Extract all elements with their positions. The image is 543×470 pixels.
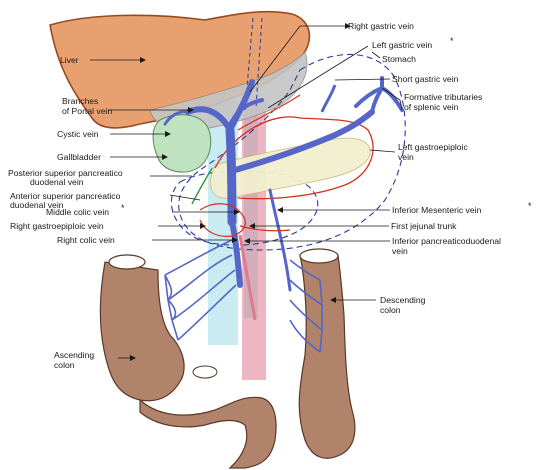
label-inferior-mesenteric-vein: Inferior Mesenteric vein bbox=[392, 205, 482, 215]
label-of-portal-vein: of Portal vein bbox=[62, 106, 112, 116]
label-right-colic-vein: Right colic vein bbox=[57, 235, 115, 245]
label-ascending: Ascending bbox=[54, 350, 94, 360]
label-left-gastroepiploic-vein: vein bbox=[398, 152, 414, 162]
label-right-gastric-vein: Right gastric vein bbox=[348, 21, 414, 31]
label-cystic-vein: Cystic vein bbox=[57, 129, 99, 139]
ascending-colon bbox=[100, 262, 184, 401]
label-left-gastric-vein: Left gastric vein bbox=[372, 40, 432, 50]
label-descending: Descending bbox=[380, 295, 426, 305]
label-stomach: Stomach bbox=[382, 54, 416, 64]
label-short-gastric-vein: Short gastric vein bbox=[392, 74, 459, 84]
label-post-sup-panc-2: duodenal vein bbox=[30, 177, 84, 187]
descending-colon-opening bbox=[300, 249, 338, 263]
descending-colon bbox=[299, 255, 355, 458]
spine-column bbox=[244, 98, 258, 318]
label-liver: Liver bbox=[60, 55, 79, 65]
label-first-jejunal-trunk: First jejunal trunk bbox=[391, 221, 457, 231]
transverse-colon bbox=[140, 397, 276, 468]
label-formative-tributaries: Formative tributaries bbox=[404, 92, 482, 102]
label-inf-panc-duod-vein: vein bbox=[392, 246, 408, 256]
label-descending-colon: colon bbox=[380, 305, 401, 315]
label-right-gastroepiploic-vein: Right gastroepiploic vein bbox=[10, 221, 104, 231]
transverse-colon-opening bbox=[193, 366, 217, 378]
label-of-splenic-vein: of splenic vein bbox=[404, 102, 459, 112]
label-middle-colic-vein: Middle colic vein bbox=[46, 207, 109, 217]
label-inf-panc-duod: Inferior pancreaticoduodenal bbox=[392, 236, 501, 246]
label-gallbladder: Gallbladder bbox=[57, 152, 101, 162]
ascending-colon-opening bbox=[109, 255, 145, 269]
left-gastric-asterisk: * bbox=[450, 36, 454, 46]
label-left-gastroepiploic: Left gastroepiploic bbox=[398, 142, 468, 152]
middle-colic-asterisk: * bbox=[121, 203, 125, 213]
label-ascending-colon: colon bbox=[54, 360, 75, 370]
label-branches: Branches bbox=[62, 96, 98, 106]
gallbladder bbox=[153, 115, 211, 172]
inferior-mesenteric-asterisk: * bbox=[528, 201, 532, 211]
short-gastric-branch bbox=[322, 85, 335, 112]
